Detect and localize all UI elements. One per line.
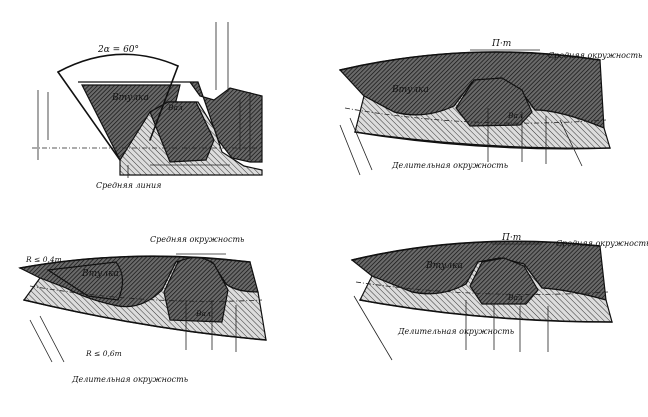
flank-line-right — [149, 65, 179, 141]
outer-arc-top — [339, 51, 601, 71]
shaft-tooth-top — [455, 77, 533, 127]
shaft-tooth-bottom-right — [469, 257, 539, 305]
pitch-circle-label-top: Делительная окружность — [391, 161, 508, 170]
sleeve-label-4: Втулка — [425, 261, 463, 271]
shaft-label-2: Вал — [507, 111, 523, 120]
mean-circle-label-br: Средняя окружность — [556, 239, 648, 248]
dim-slant-top-1 — [339, 124, 361, 176]
pitch-circle-label-br: Делительная окружность — [397, 327, 514, 336]
sleeve-label-3: Втулка — [81, 269, 119, 279]
shaft-label-1: Вал — [167, 103, 183, 112]
radius-label-bottom: R ≤ 0,6m — [85, 349, 122, 358]
mean-circle-bottom-left — [29, 285, 263, 302]
dim-slant-top-3 — [559, 119, 583, 167]
flank-line-left — [57, 71, 121, 161]
mean-circle-bottom-right — [355, 281, 609, 295]
shaft-label-3: Вал — [195, 309, 211, 318]
dim-slant-top-2 — [349, 117, 373, 171]
pitch-circle-label-bl: Делительная окружность — [71, 375, 188, 384]
dim-slant-bl-2 — [39, 315, 65, 363]
pitch-arc-bottom-left — [23, 299, 267, 341]
angle-label: 2α = 60° — [97, 45, 139, 55]
dim-slant-br-1 — [353, 295, 393, 361]
mean-circle-label-top: Средняя окружность — [548, 51, 642, 60]
angle-arc — [57, 53, 179, 73]
outer-arc-bottom-left — [19, 255, 251, 269]
sleeve-tooth-bottom-left — [46, 261, 124, 301]
radius-label-top: R ≤ 0,4m — [25, 255, 62, 264]
mean-line-label: Средняя линия — [96, 181, 161, 190]
panel-straight-profile: 2α = 60° Втулка Вал Средняя линия — [32, 22, 263, 190]
sleeve-label-2: Втулка — [391, 85, 429, 95]
sleeve-body — [78, 81, 263, 163]
pitch-arc-top — [354, 131, 611, 150]
mean-circle-top — [344, 107, 607, 124]
sleeve-label-1: Втулка — [111, 93, 149, 103]
shaft-label-4: Вал — [507, 293, 523, 302]
panel-rounded-profile: R ≤ 0,4m Втулка Средняя окружность Вал R… — [18, 235, 267, 384]
mean-circle-label-bl: Средняя окружность — [150, 235, 244, 244]
pitch-label-br: Π·m — [501, 233, 521, 243]
outer-arc-bottom-right — [351, 240, 601, 261]
panel-involute-profile: Π·m Средняя окружность Втулка Вал Делите… — [350, 233, 648, 361]
pitch-arc-bottom-right — [359, 299, 613, 323]
shaft-tooth — [149, 101, 215, 163]
panel-curved-profile-top: Π·m Средняя окружность Втулка Вал Делите… — [338, 39, 642, 176]
dim-slant-bl-1 — [29, 319, 53, 363]
pitch-label-top: Π·m — [491, 39, 511, 49]
